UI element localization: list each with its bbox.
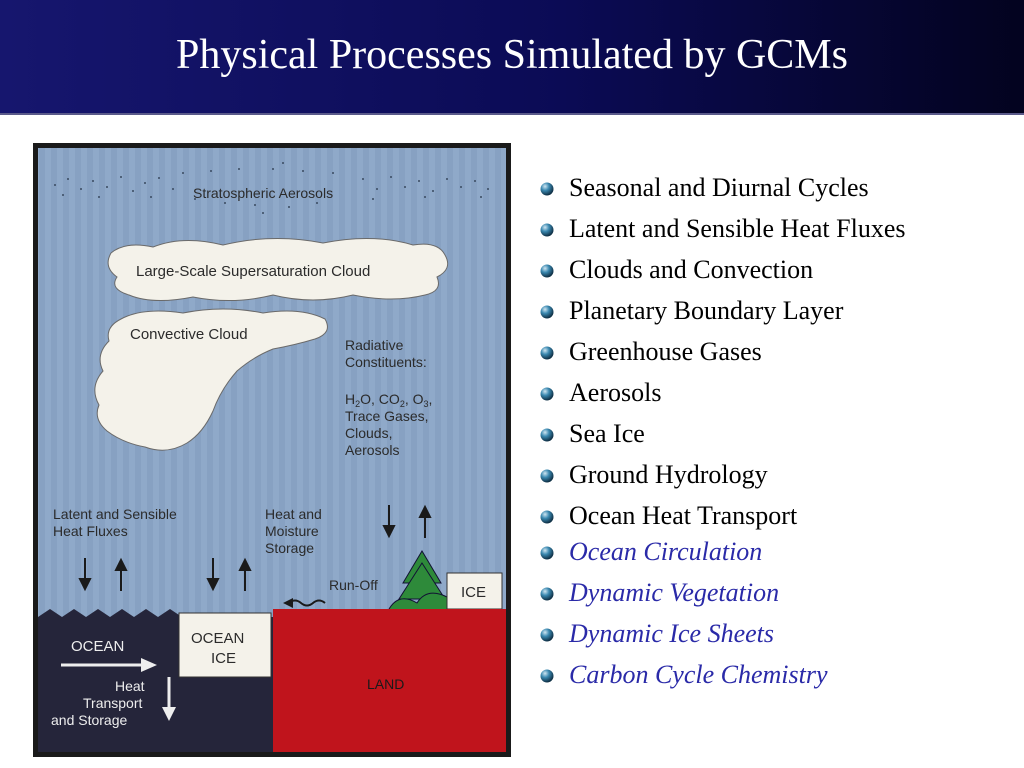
ocean-storage-arrow-head	[162, 707, 176, 721]
convective-cloud-label: Convective Cloud	[130, 326, 248, 343]
radiative-trace: Trace Gases,	[345, 408, 429, 424]
sphere-bullet-icon	[540, 305, 554, 319]
radiative-aerosols: Aerosols	[345, 442, 399, 458]
hts-label-2: Transport	[83, 695, 143, 711]
heat-moisture-label-3: Storage	[265, 540, 314, 556]
sphere-bullet-icon	[540, 546, 554, 560]
ocean-ice-label-1: OCEAN	[191, 630, 244, 647]
large-scale-cloud-label: Large-Scale Supersaturation Cloud	[136, 263, 370, 280]
sphere-bullet-icon	[540, 669, 554, 683]
runoff-label: Run-Off	[329, 577, 378, 593]
hts-label-1: Heat	[115, 678, 145, 694]
sphere-bullet-icon	[540, 510, 554, 524]
aerosol-dots	[54, 162, 489, 214]
radiative-formula: H2O, CO2, O3,	[345, 391, 432, 409]
sphere-bullet-icon	[540, 628, 554, 642]
sphere-bullet-icon	[540, 182, 554, 196]
stratospheric-aerosols-label: Stratospheric Aerosols	[193, 185, 333, 201]
radiative-label-2: Constituents:	[345, 354, 427, 370]
runoff-arrow-head	[283, 598, 293, 608]
sphere-bullet-icon	[540, 587, 554, 601]
sphere-bullet-icon	[540, 387, 554, 401]
heat-moisture-label-1: Heat and	[265, 506, 322, 522]
convective-cloud	[94, 308, 328, 451]
gcm-diagram: Stratospheric Aerosols Large-Scale Super…	[33, 143, 511, 757]
ocean-ice-label-2: ICE	[211, 650, 236, 667]
hts-label-3: and Storage	[51, 712, 127, 728]
sphere-bullet-icon	[540, 264, 554, 278]
latent-label-2: Heat Fluxes	[53, 523, 128, 539]
radiative-label-1: Radiative	[345, 337, 404, 353]
land-label: LAND	[367, 676, 404, 692]
slide-title: Physical Processes Simulated by GCMs	[176, 32, 848, 78]
sphere-bullet-icon	[540, 346, 554, 360]
latent-label-1: Latent and Sensible	[53, 506, 177, 522]
ocean-transport-arrow-head	[141, 658, 157, 672]
ice-label: ICE	[461, 584, 486, 601]
heat-moisture-label-2: Moisture	[265, 523, 319, 539]
ocean-label: OCEAN	[71, 638, 124, 655]
gcm-diagram-svg: Stratospheric Aerosols Large-Scale Super…	[38, 148, 506, 752]
land-region	[273, 609, 506, 752]
ocean-region	[38, 609, 182, 752]
sphere-bullet-icon	[540, 223, 554, 237]
ocean-ice-box	[178, 612, 272, 678]
flux-arrows	[78, 504, 432, 592]
title-bar: Physical Processes Simulated by GCMs	[0, 0, 1024, 115]
sphere-bullet-icon	[540, 469, 554, 483]
large-scale-cloud	[107, 237, 449, 302]
radiative-clouds: Clouds,	[345, 425, 392, 441]
runoff-arrow	[288, 599, 326, 607]
sphere-bullet-icon	[540, 428, 554, 442]
